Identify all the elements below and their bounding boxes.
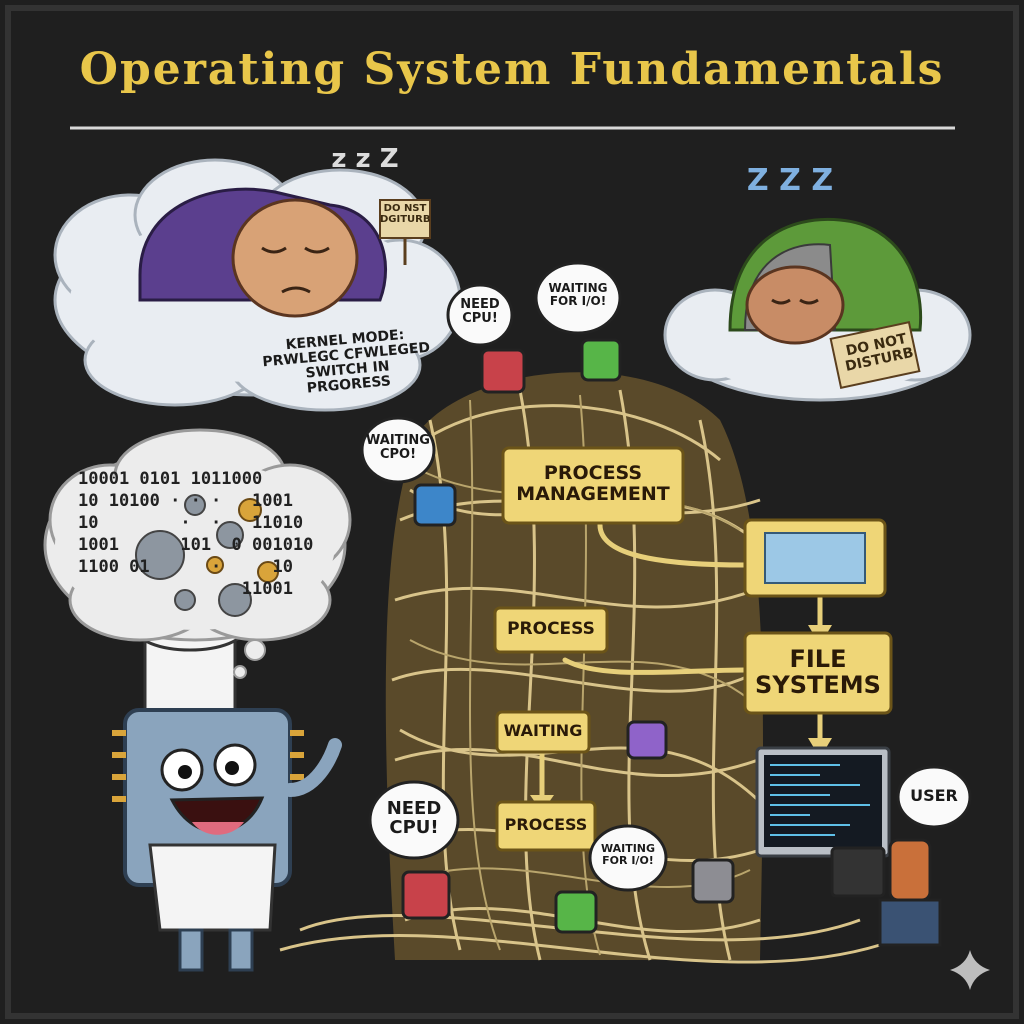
page-title: Operating System Fundamentals: [79, 44, 945, 95]
binary-line: 10001 0101 1011000: [78, 469, 263, 489]
chalkboard-frame: [5, 5, 1019, 1019]
binary-thought-cloud: [43, 428, 352, 679]
process-creatures: [401, 338, 942, 947]
blue-creature: [413, 483, 457, 527]
waiting-cpo-text: WAITING CPO!: [366, 433, 430, 463]
waiting-io-bottom-text: WAITING FOR I/O!: [600, 842, 656, 867]
green-creature-top: [580, 338, 622, 382]
box-process-management: [501, 446, 685, 525]
red-creature-top: [480, 348, 526, 394]
process-management-label: PROCESS MANAGEMENT: [516, 462, 670, 505]
binary-line: 10 · · 11010: [78, 513, 304, 533]
user-label: USER: [910, 786, 958, 805]
sparkle-icon: [950, 950, 990, 990]
tablet: [830, 846, 886, 898]
waiting-io-top-text: WAITING FOR I/O!: [548, 281, 608, 308]
zzz-right: Z Z Z: [746, 163, 834, 198]
bubble-need-cpu-top: [446, 283, 514, 347]
process-label-2: PROCESS: [504, 815, 588, 834]
box-file-systems: [743, 631, 893, 715]
red-creature-bottom: [401, 870, 451, 920]
binary-line: 1001 101 0 001010: [78, 535, 314, 555]
computer-monitor: [755, 746, 891, 858]
kernel-sleeping-cloud: [53, 158, 462, 412]
need-cpu-bottom-text: NEED CPU!: [386, 798, 442, 839]
speech-bubbles: [360, 261, 972, 892]
file-systems-label: FILE SYSTEMS: [755, 645, 881, 699]
green-creature-bottom: [554, 890, 598, 934]
bubble-waiting-io-top: [534, 261, 622, 335]
do-not-disturb-sign-left: DO NST DGITURB: [380, 203, 431, 225]
bubble-waiting-cpo: [360, 416, 436, 484]
process-label-1: PROCESS: [507, 619, 595, 639]
waiting-label: WAITING: [503, 721, 583, 740]
zzz-left: z z Z: [331, 144, 399, 174]
bubble-need-cpu-bottom: [368, 780, 460, 860]
bubble-user: [896, 765, 972, 829]
need-cpu-top-text: NEED CPU!: [460, 297, 500, 327]
user-person: [888, 838, 932, 902]
box-waiting: [495, 710, 591, 754]
flow-arrows: [539, 522, 823, 798]
bubble-waiting-io-bottom: [588, 824, 668, 892]
box-process-1: [493, 606, 609, 654]
binary-line: 11001: [78, 579, 293, 599]
box-process-2: [495, 800, 597, 852]
sleeping-disk-cloud: [663, 217, 972, 402]
binary-line: 1100 01 · 10: [78, 557, 293, 577]
purple-creature: [626, 720, 668, 760]
gray-creature: [691, 858, 735, 904]
binary-line: 10 10100 · · · 1001: [78, 491, 293, 511]
